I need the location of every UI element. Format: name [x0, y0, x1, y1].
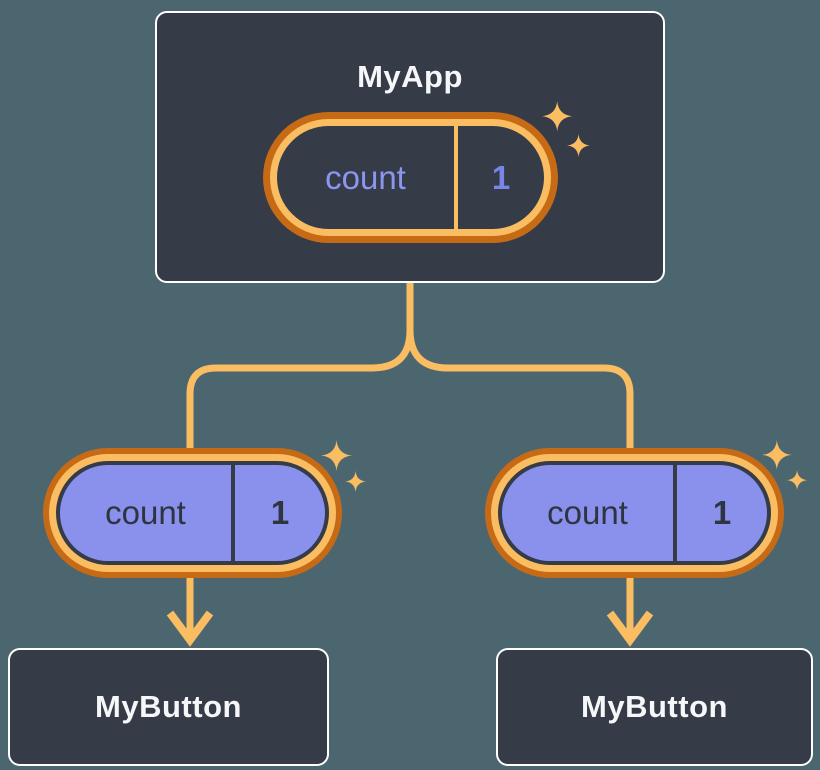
child-component-title: MyButton — [95, 689, 242, 724]
sparkle-icon — [321, 440, 367, 493]
root-component-title: MyApp — [357, 59, 463, 94]
state-pill: count 1 — [263, 112, 558, 243]
prop-pill-ring: count 1 — [491, 454, 778, 572]
state-pill-divider — [454, 126, 458, 229]
state-name-label: count — [325, 158, 406, 196]
prop-pill-body: count 1 — [498, 461, 771, 565]
prop-pill-right: count 1 — [485, 448, 784, 578]
child-component-card-right: MyButton — [496, 648, 813, 766]
state-value: 1 — [491, 158, 511, 196]
prop-pill-body: count 1 — [56, 461, 329, 565]
child-component-title: MyButton — [581, 689, 728, 724]
sparkle-icon — [762, 440, 808, 491]
prop-value: 1 — [677, 465, 767, 561]
arrow-down-icon — [606, 610, 654, 647]
state-pill-ring: count 1 — [270, 119, 551, 236]
prop-pill-left: count 1 — [43, 448, 342, 578]
arrow-down-icon — [166, 610, 214, 647]
state-pill-body: count 1 — [277, 126, 544, 229]
prop-name-label: count — [502, 465, 673, 561]
prop-pill-divider — [673, 465, 677, 561]
prop-name-label: count — [60, 465, 231, 561]
prop-pill-ring: count 1 — [49, 454, 336, 572]
sparkle-icon — [542, 101, 591, 158]
prop-value: 1 — [235, 465, 325, 561]
child-component-card-left: MyButton — [8, 648, 329, 766]
prop-pill-divider — [231, 465, 235, 561]
